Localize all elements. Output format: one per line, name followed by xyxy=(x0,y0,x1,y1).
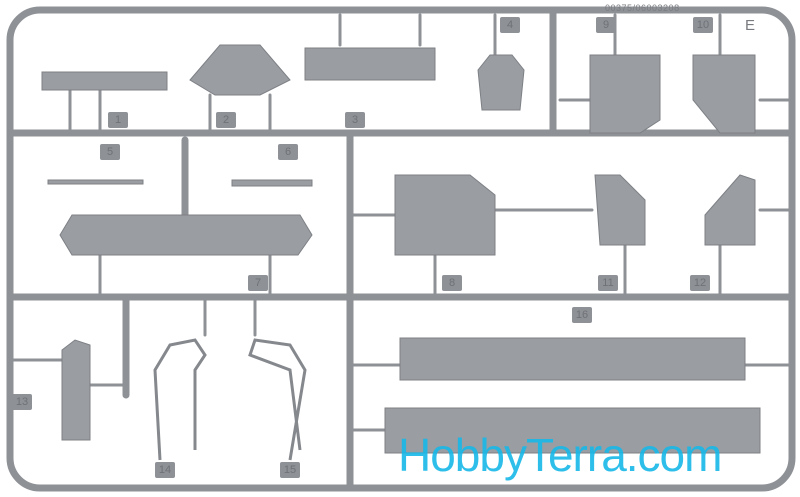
part-15 xyxy=(248,338,307,461)
part-number-tag: 7 xyxy=(248,275,268,291)
part-number-tag: 8 xyxy=(442,275,462,291)
part-14 xyxy=(153,338,207,461)
part-number-tag: 4 xyxy=(500,17,520,33)
part-1 xyxy=(41,71,168,91)
part-number-tag: 16 xyxy=(572,307,592,323)
part-7 xyxy=(59,214,313,256)
part-16b xyxy=(384,407,761,454)
part-number-tag: 2 xyxy=(216,112,236,128)
part-number-tag: 1 xyxy=(108,112,128,128)
part-5 xyxy=(47,179,144,185)
part-8 xyxy=(394,174,496,256)
part-number-tag: 5 xyxy=(100,144,120,160)
part-16a xyxy=(399,337,746,381)
part-number-tag: 15 xyxy=(280,462,300,478)
part-4 xyxy=(477,54,525,111)
part-6 xyxy=(231,179,313,187)
part-12 xyxy=(704,174,756,246)
part-number-tag: 10 xyxy=(693,17,713,33)
part-number-tag: 6 xyxy=(278,144,298,160)
part-number-tag: 12 xyxy=(690,275,710,291)
part-2 xyxy=(189,44,291,96)
part-number-tag: 11 xyxy=(598,275,618,291)
part-number-tag: 14 xyxy=(155,462,175,478)
watermark: HobbyTerra.com xyxy=(398,429,722,481)
part-3 xyxy=(304,47,436,81)
part-number-tag: 13 xyxy=(12,394,32,410)
part-number-tag: 9 xyxy=(596,17,616,33)
sprue-code: 00375/06003208 xyxy=(605,3,680,13)
part-13 xyxy=(61,339,91,441)
part-9 xyxy=(589,54,661,134)
part-number-tag: 3 xyxy=(345,112,365,128)
part-11 xyxy=(594,174,646,246)
part-10 xyxy=(692,54,756,134)
sprue-letter: E xyxy=(745,17,756,34)
